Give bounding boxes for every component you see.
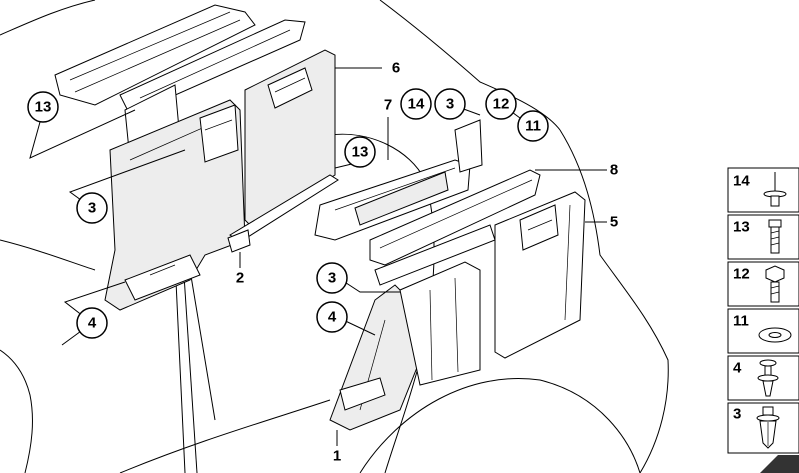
- callout-3-lower: 3: [316, 262, 348, 294]
- washer-icon: [758, 327, 792, 343]
- callout-4-left: 4: [76, 307, 108, 339]
- callout-13-left: 13: [27, 91, 59, 123]
- label-2: 2: [236, 270, 244, 287]
- svg-text:13: 13: [733, 219, 750, 236]
- hex-bolt-icon: [765, 265, 785, 303]
- screw-icon: [768, 219, 782, 254]
- callout-13-mid: 13: [344, 136, 376, 168]
- vehicle-body-outline: [0, 0, 669, 473]
- legend-row-12: 12: [727, 261, 799, 307]
- label-5: 5: [610, 214, 618, 231]
- rivet-icon: [763, 172, 787, 207]
- legend-row-13: 13: [727, 214, 799, 260]
- svg-text:13: 13: [35, 99, 52, 116]
- page-corner-icon: [760, 455, 799, 473]
- legend-row-4: 4: [727, 355, 799, 401]
- svg-text:14: 14: [408, 96, 425, 113]
- legend-row-3: 3: [727, 402, 799, 454]
- expanding-clip-icon: [756, 406, 780, 449]
- lower-trim-panel-1: [329, 261, 481, 431]
- callout-4-lower: 4: [316, 301, 348, 333]
- svg-text:12: 12: [733, 266, 750, 283]
- svg-text:11: 11: [525, 118, 541, 135]
- svg-text:3: 3: [446, 96, 454, 113]
- svg-text:11: 11: [733, 313, 749, 330]
- legend-row-14: 14: [727, 167, 799, 213]
- side-panel-5: [494, 191, 586, 359]
- svg-text:3: 3: [733, 406, 741, 423]
- label-8: 8: [610, 162, 618, 179]
- svg-text:3: 3: [88, 200, 96, 217]
- legend-row-11: 11: [727, 308, 799, 354]
- callout-12-top: 12: [485, 88, 517, 120]
- bracket-part-2: [227, 229, 251, 253]
- rear-trim-panel-6: [229, 49, 339, 243]
- callout-11-top: 11: [517, 110, 549, 142]
- left-side-trim-panel: [104, 99, 246, 311]
- push-clip-icon: [757, 359, 779, 397]
- center-trim-piece-7: [314, 119, 483, 241]
- callout-14-top: 14: [400, 88, 432, 120]
- label-6: 6: [392, 60, 400, 77]
- svg-text:3: 3: [328, 270, 336, 287]
- fastener-legend: 14 13 12: [727, 167, 799, 454]
- svg-text:14: 14: [733, 173, 750, 190]
- svg-text:4: 4: [88, 315, 97, 332]
- label-7: 7: [384, 97, 392, 114]
- svg-text:13: 13: [352, 144, 369, 161]
- svg-text:4: 4: [733, 360, 742, 377]
- svg-text:4: 4: [328, 309, 337, 326]
- callout-3-left: 3: [76, 192, 108, 224]
- label-1: 1: [333, 448, 341, 465]
- floor-rail-8: [369, 169, 541, 286]
- svg-text:12: 12: [493, 96, 510, 113]
- callout-3-top: 3: [434, 88, 466, 120]
